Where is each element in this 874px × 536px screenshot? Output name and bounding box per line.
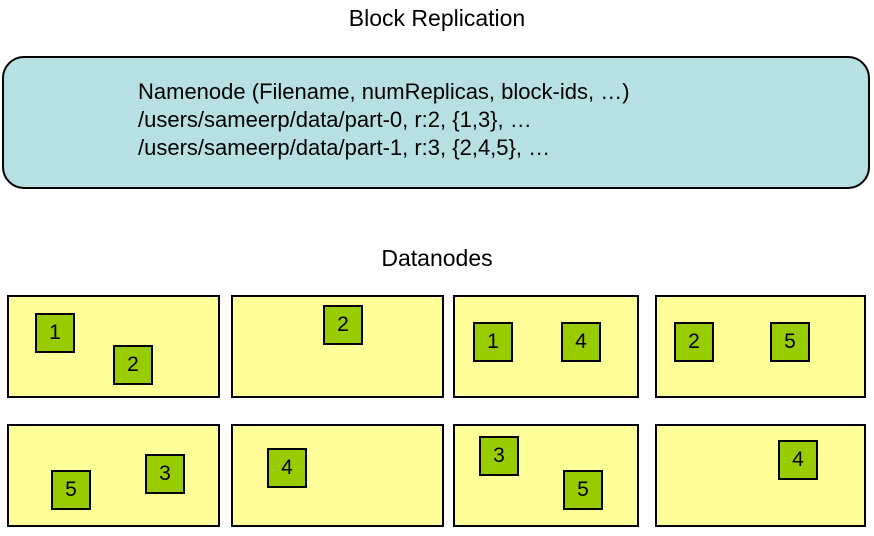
datanodes-title: Datanodes	[381, 245, 493, 271]
block-2[interactable]: 2	[113, 345, 153, 385]
block-1[interactable]: 1	[473, 322, 513, 362]
block-3[interactable]: 3	[479, 436, 519, 476]
block-4[interactable]: 4	[778, 440, 818, 480]
datanode-8[interactable]: 4	[655, 424, 866, 527]
namenode-line-2: /users/sameerp/data/part-0, r:2, {1,3}, …	[138, 107, 532, 132]
block-2[interactable]: 2	[674, 322, 714, 362]
page-title: Block Replication	[348, 5, 526, 31]
block-5[interactable]: 5	[51, 470, 91, 510]
datanode-6[interactable]: 4	[231, 424, 444, 527]
namenode-line-3: /users/sameerp/data/part-1, r:3, {2,4,5}…	[138, 135, 551, 160]
namenode-line-1: Namenode (Filename, numReplicas, block-i…	[138, 79, 630, 104]
namenode-box	[2, 56, 870, 189]
block-1[interactable]: 1	[35, 313, 75, 353]
datanode-2[interactable]: 2	[231, 295, 444, 398]
block-5[interactable]: 5	[563, 470, 603, 510]
namenode-metadata-text: Namenode (Filename, numReplicas, block-i…	[138, 78, 630, 162]
block-4[interactable]: 4	[561, 322, 601, 362]
block-2[interactable]: 2	[323, 305, 363, 345]
block-3[interactable]: 3	[145, 454, 185, 494]
block-4[interactable]: 4	[267, 448, 307, 488]
block-5[interactable]: 5	[770, 322, 810, 362]
